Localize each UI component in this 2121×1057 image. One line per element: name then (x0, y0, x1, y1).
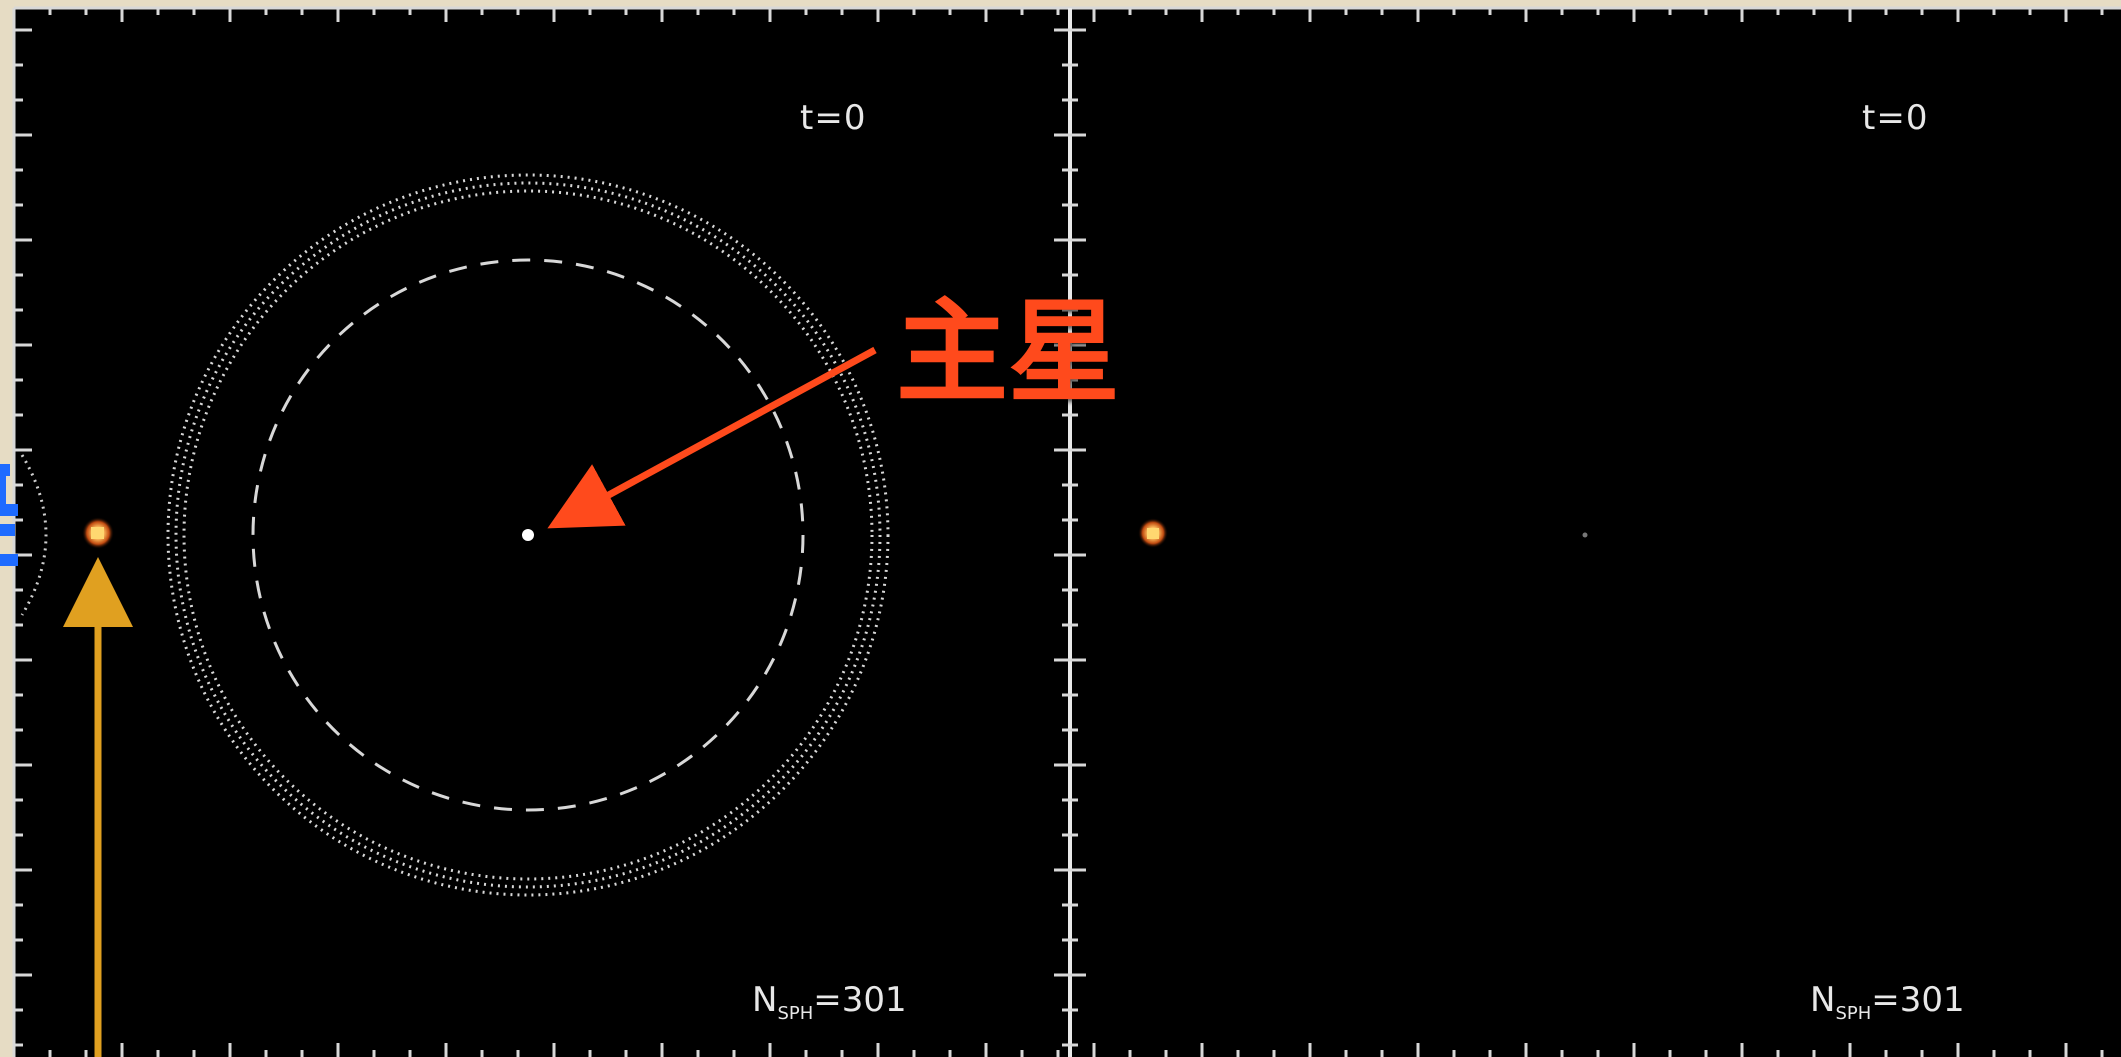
primary-star (522, 529, 534, 541)
companion-orbit-arc (20, 454, 48, 616)
companion-star-right (1147, 528, 1159, 539)
left-time-label: t=0 (800, 98, 867, 138)
inner-dashed-orbit (251, 258, 805, 812)
right-panel (1070, 8, 2121, 1057)
primary-star-arrow (547, 346, 877, 529)
right-nsph-prefix: N (1810, 980, 1836, 1020)
left-nsph-sub: SPH (777, 1003, 814, 1024)
left-nsph-value: =301 (813, 980, 907, 1020)
axis-ticks (12, 8, 2104, 1057)
right-nsph-label: NSPH=301 (1810, 980, 1965, 1024)
outer-orbit-ring (166, 173, 890, 897)
left-nsph-prefix: N (752, 980, 778, 1020)
edge-glyph (0, 464, 18, 566)
companion-star (91, 527, 104, 539)
right-nsph-value: =301 (1871, 980, 1965, 1020)
left-nsph-label: NSPH=301 (752, 980, 907, 1024)
edge-label-fragment (0, 450, 18, 617)
right-time-label: t=0 (1862, 98, 1929, 138)
left-panel (14, 8, 1070, 1057)
primary-star-right (1582, 532, 1588, 538)
primary-star-label: 主星 (896, 287, 1120, 418)
right-nsph-sub: SPH (1835, 1003, 1872, 1024)
